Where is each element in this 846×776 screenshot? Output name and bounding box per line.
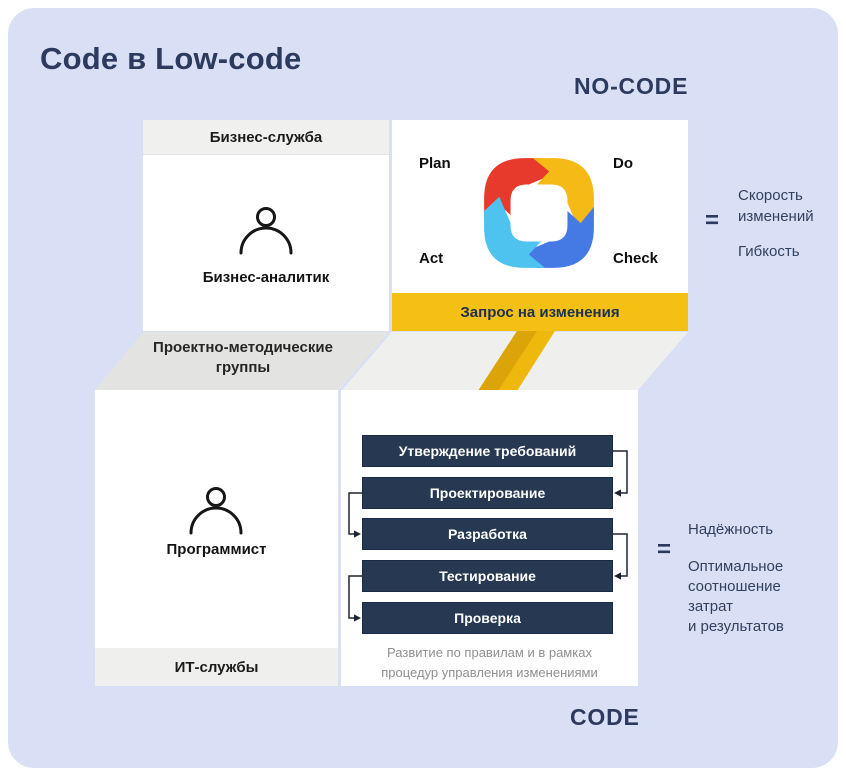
page-title: Code в Low-code <box>40 41 302 76</box>
business-service-header: Бизнес-служба <box>143 120 389 155</box>
arrowhead-right-icon <box>354 530 361 538</box>
change-request-banner: Запрос на изменения <box>392 293 688 331</box>
connector-left-1 <box>348 492 362 535</box>
business-analyst-label: Бизнес-аналитик <box>202 269 330 286</box>
method-groups-line2: группы <box>215 359 271 376</box>
programmer-label: Программист <box>166 541 267 558</box>
flow-box-review: Проверка <box>362 602 613 634</box>
no-code-heading: NO-CODE <box>574 73 689 99</box>
method-groups-line1: Проектно-методические <box>153 339 333 356</box>
pdca-cycle-icon <box>484 158 594 268</box>
connector-left-2 <box>348 575 362 619</box>
arrowhead-left-icon <box>614 489 621 497</box>
flow-box-testing: Тестирование <box>362 560 613 592</box>
flow-caption-line2: процедур управления изменениями <box>381 665 598 680</box>
dev-flow-panel: Утверждение требований Проектирование Ра… <box>341 390 638 686</box>
person-icon <box>239 207 293 255</box>
connector-right-2 <box>613 533 628 577</box>
connector-right-1 <box>613 450 628 494</box>
flow-caption-line1: Развитие по правилам и в рамках <box>387 645 592 660</box>
flow-box-requirements: Утверждение требований <box>362 435 613 467</box>
pdca-plan-label: Plan <box>419 155 451 172</box>
pdca-do-label: Do <box>613 155 633 172</box>
flow-box-design: Проектирование <box>362 477 613 509</box>
arrowhead-right-icon <box>354 614 361 622</box>
outcome-line: Скорость <box>738 187 803 204</box>
pdca-check-label: Check <box>613 250 659 267</box>
outcome-line: затрат <box>688 598 733 615</box>
flow-box-development: Разработка <box>362 518 613 550</box>
arrowhead-left-icon <box>614 572 621 580</box>
outcome-line: и результатов <box>688 618 784 635</box>
outcome-line: Оптимальное <box>688 558 784 575</box>
outcome-line: Надёжность <box>688 521 774 538</box>
outcome-line: Гибкость <box>738 243 800 260</box>
code-heading: CODE <box>570 704 640 730</box>
equals-sign: = <box>705 207 720 234</box>
programmer-panel: ИТ-службы <box>95 390 338 686</box>
outcome-line: соотношение <box>688 578 781 595</box>
outcome-line: изменений <box>738 208 814 225</box>
method-groups-label: Проектно-методические группы <box>143 338 343 378</box>
no-code-outcome-note: Скорость изменений Гибкость <box>738 185 814 262</box>
person-icon <box>189 487 243 535</box>
flow-caption: Развитие по правилам и в рамках процедур… <box>341 643 638 683</box>
code-outcome-note: Надёжность Оптимальное соотношение затра… <box>688 520 784 637</box>
it-services-footer: ИТ-службы <box>95 648 338 686</box>
pdca-act-label: Act <box>419 250 444 267</box>
equals-sign: = <box>657 536 672 563</box>
